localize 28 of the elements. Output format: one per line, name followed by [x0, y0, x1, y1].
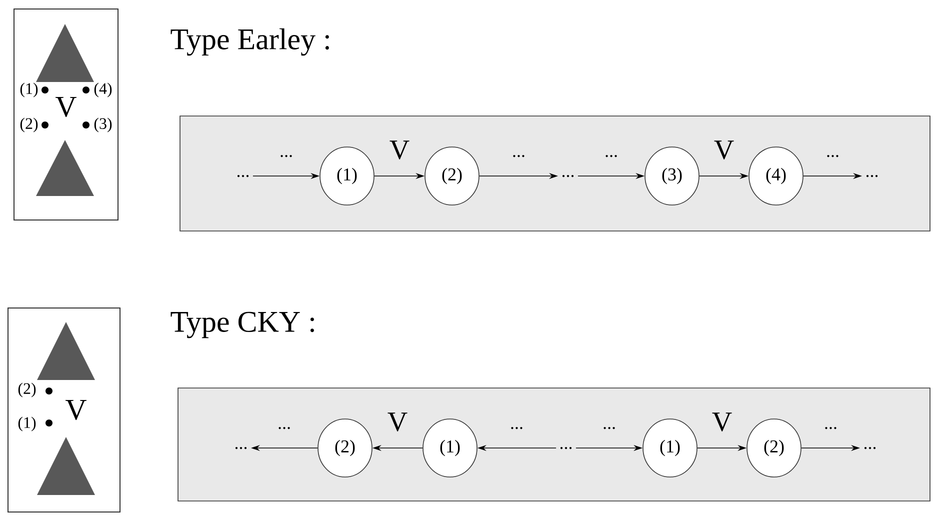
panel-label: (1): [20, 82, 38, 98]
edge-label: ...: [278, 154, 294, 158]
edge-label: ...: [822, 426, 838, 430]
edge-label: ...: [276, 426, 292, 430]
ellipsis-text: ...: [562, 174, 574, 178]
ellipsis-text: ...: [864, 446, 876, 450]
edge-label: ...: [604, 154, 620, 158]
panel-label: V: [66, 400, 86, 420]
panel-label: V: [56, 96, 76, 118]
edge-label: ...: [508, 426, 524, 430]
panel-label: (1): [18, 416, 36, 432]
edge-label: V: [386, 412, 409, 432]
heading: Type CKY :: [170, 312, 314, 338]
panel-label: (2): [18, 382, 36, 398]
edge-label: V: [710, 412, 734, 432]
panel-label: (3): [94, 118, 112, 132]
panel-label: (2): [20, 118, 38, 132]
ellipsis-text: ...: [560, 446, 572, 450]
edge-label: V: [388, 140, 411, 160]
heading: Type Earley :: [170, 28, 329, 56]
edge-label: ...: [602, 426, 618, 430]
edge-label: ...: [510, 154, 526, 158]
panel-label: (4): [94, 82, 112, 98]
edge-label: V: [712, 140, 736, 160]
ellipsis-text: ...: [866, 174, 878, 178]
ellipsis-text: ...: [235, 446, 247, 450]
edge-label: ...: [824, 154, 840, 158]
ellipsis-text: ...: [237, 174, 249, 178]
